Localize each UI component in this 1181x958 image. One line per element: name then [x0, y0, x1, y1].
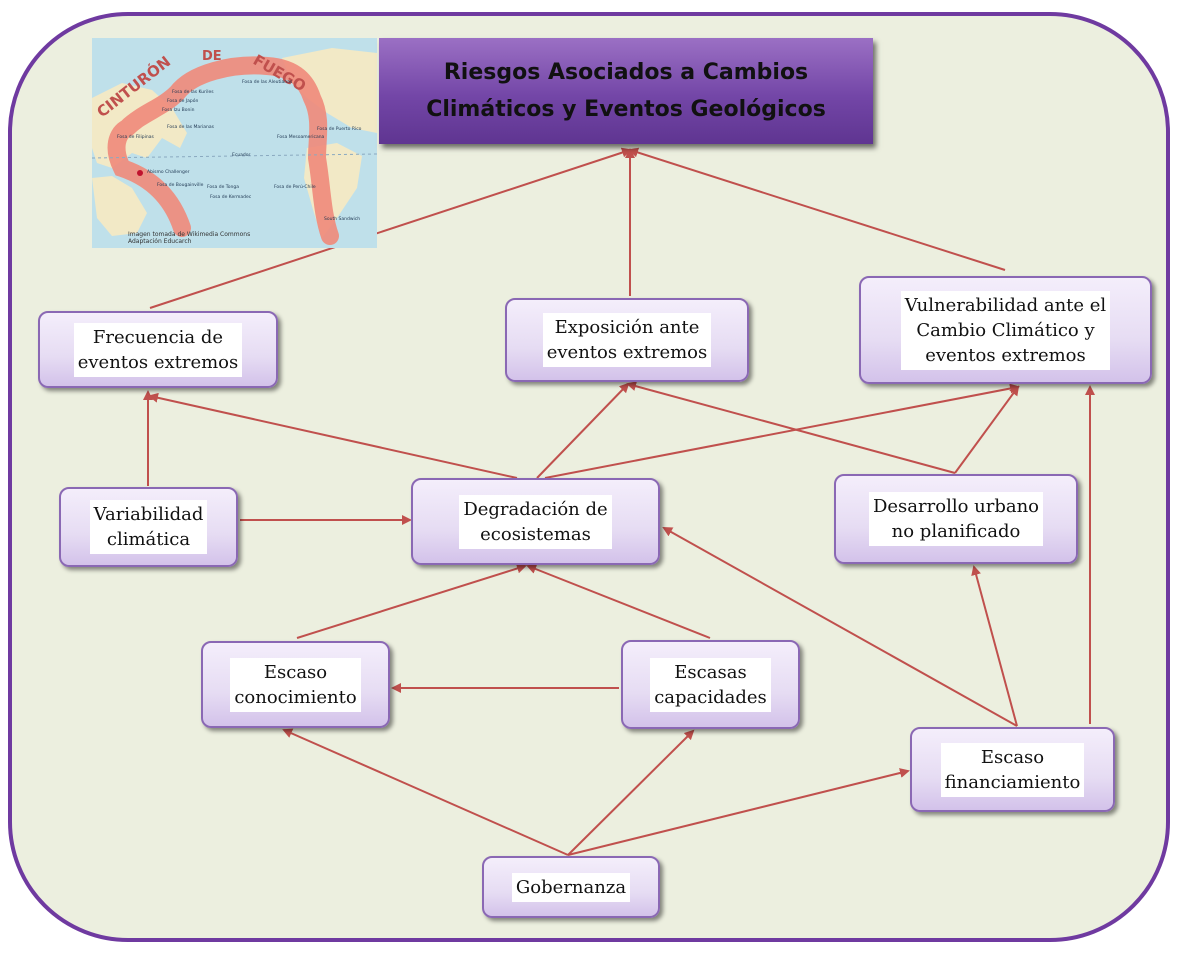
node-gobernanza-label: Gobernanza [511, 872, 631, 902]
node-vulnerabilidad-label: Vulnerabilidad ante el Cambio Climático … [900, 290, 1111, 370]
arrow-gobernanza-to-capacidades [567, 729, 695, 856]
map-label: Fosa de Filipinas [117, 134, 154, 140]
map-label: Fosa de las Marianas [167, 124, 215, 130]
map-label: Abismo Challenger [147, 169, 190, 175]
node-degradacion-label: Degradación de ecosistemas [459, 494, 612, 549]
map-label: Fosa de Kermadec [210, 194, 252, 200]
arrow-degradacion-to-vulnerabilidad [544, 383, 1020, 479]
map-label: Fosa de Puerto Rico [317, 126, 362, 132]
arrow-conocimiento-to-degradacion [296, 563, 527, 639]
map-label: Fosa de las Aleutianas [242, 79, 293, 85]
north-america-landmass [282, 48, 377, 133]
arrow-capacidades-to-degradacion [526, 564, 711, 639]
arrow-vulnerabilidad-to-title [628, 147, 1006, 271]
arrow-desarrollo-to-exposicion [626, 381, 956, 474]
arrow-desarrollo-to-vulnerabilidad [954, 385, 1020, 474]
node-gobernanza: Gobernanza [482, 856, 660, 918]
map-label: Fosa de Bougainville [157, 182, 204, 188]
map-label: Fosa de Tonga [207, 184, 239, 190]
arrow-financiamiento-to-degradacion [662, 527, 1018, 727]
map-label: Fosa de Japón [167, 97, 198, 104]
ring-of-fire-band [107, 56, 339, 245]
map-arc-mid: DE [202, 49, 222, 64]
node-conocimiento-label: Escaso conocimiento [230, 657, 361, 712]
node-desarrollo-label: Desarrollo urbano no planificado [868, 492, 1044, 546]
node-exposicion: Exposición ante eventos extremos [505, 298, 749, 382]
node-capacidades: Escasas capacidades [621, 640, 800, 729]
australia-landmass [92, 176, 147, 236]
map-label: Fosa de Perú-Chile [274, 183, 316, 190]
node-frecuencia: Frecuencia de eventos extremos [38, 311, 278, 388]
node-conocimiento: Escaso conocimiento [201, 641, 390, 728]
arrow-degradacion-to-frecuencia [148, 392, 518, 479]
node-frecuencia-label: Frecuencia de eventos extremos [73, 322, 243, 377]
map-label: Fosa de las Kuriles [172, 89, 214, 95]
map-label: South Sandwich [324, 216, 360, 222]
node-capacidades-label: Escasas capacidades [650, 657, 771, 712]
node-financiamiento-label: Escaso financiamiento [940, 742, 1085, 797]
ring-of-fire-map: CINTURÓN DE FUEGO Imagen tomada de Wikim… [92, 38, 377, 248]
node-financiamiento: Escaso financiamiento [910, 727, 1115, 812]
node-desarrollo: Desarrollo urbano no planificado [834, 474, 1078, 564]
diagram-title: Riesgos Asociados a Cambios Climáticos y… [426, 60, 826, 122]
map-credit-line1: Imagen tomada de Wikimedia Commons [128, 231, 250, 238]
node-exposicion-label: Exposición ante eventos extremos [542, 313, 712, 367]
arrow-gobernanza-to-financiamiento [567, 768, 910, 856]
map-label: Fosa Izu Bonin [162, 107, 195, 113]
node-variabilidad: Variabilidad climática [59, 487, 238, 567]
arrow-frecuencia-to-title [149, 147, 632, 309]
map-image: CINTURÓN DE FUEGO Imagen tomada de Wikim… [92, 38, 377, 248]
map-label: Fosa Mesoamericana [277, 134, 325, 140]
node-variabilidad-label: Variabilidad climática [89, 500, 208, 554]
map-credit-line2: Adaptación Educarch [128, 238, 192, 245]
map-label: Ecuador [232, 152, 251, 158]
arrow-gobernanza-to-conocimiento [282, 728, 569, 856]
challenger-deep-marker [137, 170, 143, 176]
arrow-degradacion-to-exposicion [536, 382, 630, 479]
arrow-financiamiento-to-desarrollo [971, 565, 1018, 727]
node-vulnerabilidad: Vulnerabilidad ante el Cambio Climático … [859, 276, 1152, 384]
node-degradacion: Degradación de ecosistemas [411, 478, 660, 565]
title-box: Riesgos Asociados a Cambios Climáticos y… [379, 38, 873, 144]
